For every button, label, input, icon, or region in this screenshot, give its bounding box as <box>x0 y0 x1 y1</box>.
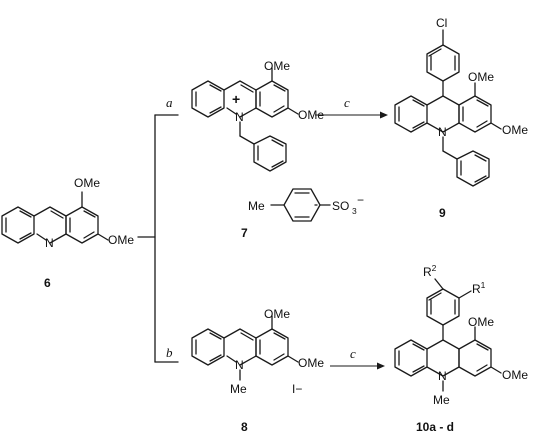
compound-7-label: 7 <box>241 226 248 240</box>
c8-n-methyl: Me <box>230 382 247 396</box>
c9-chloro: Cl <box>436 16 447 30</box>
tosylate-subscript: 3 <box>352 206 357 216</box>
compound-10-label: 10a - d <box>416 420 454 434</box>
c8-iodide: I− <box>292 382 302 396</box>
c6-nitrogen: N <box>45 236 54 250</box>
step-b-label: b <box>166 345 173 360</box>
c10-n-methyl: Me <box>433 393 450 407</box>
c8-nitrogen: N <box>235 358 244 372</box>
compound-9-label: 9 <box>439 206 446 220</box>
c7-positive-charge: + <box>232 91 240 107</box>
c10-r2: R2 <box>423 263 437 279</box>
c8-ome-3: OMe <box>298 356 324 370</box>
c10-nitrogen: N <box>438 369 447 383</box>
arrow-top <box>315 111 388 119</box>
tosylate-charge: − <box>357 193 364 207</box>
compound-6-label: 6 <box>44 276 51 290</box>
compound-9 <box>394 29 502 187</box>
compound-10 <box>394 278 502 392</box>
compound-6 <box>1 191 109 244</box>
c7-ome-1: OMe <box>264 59 290 73</box>
step-a-label: a <box>166 95 173 110</box>
c7-nitrogen: N <box>235 110 244 124</box>
compound-7 <box>191 67 299 172</box>
c10-ome-1: OMe <box>468 315 494 329</box>
c9-ome-3: OMe <box>502 123 528 137</box>
tosylate-so: SO <box>332 199 349 213</box>
arrow-bottom <box>330 362 385 370</box>
tosylate-counterion <box>270 188 331 222</box>
c6-ome-1: OMe <box>74 176 100 190</box>
step-c-top-label: c <box>344 95 350 110</box>
c10-r1: R1 <box>472 280 486 296</box>
step-c-bottom-label: c <box>350 346 356 361</box>
c10-ome-3: OMe <box>502 368 528 382</box>
tosylate-methyl: Me <box>248 199 265 213</box>
c9-ome-1: OMe <box>468 70 494 84</box>
compound-8-label: 8 <box>241 420 248 434</box>
compound-8 <box>191 315 299 381</box>
c8-ome-1: OMe <box>264 307 290 321</box>
c7-ome-3: OMe <box>298 108 324 122</box>
c9-nitrogen: N <box>438 125 447 139</box>
c6-ome-3: OMe <box>108 233 134 247</box>
branch-lines <box>137 114 179 363</box>
